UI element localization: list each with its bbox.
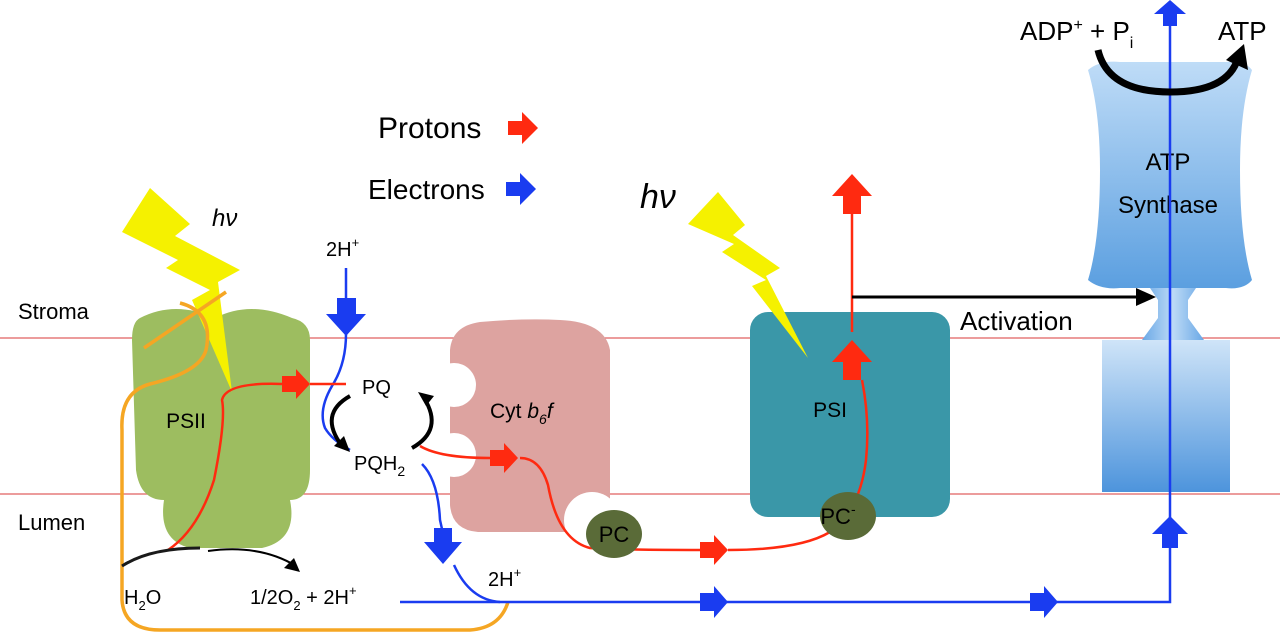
psi-label: PSI xyxy=(813,399,847,422)
proton-arrow-icons xyxy=(282,174,872,565)
activation-arrowhead xyxy=(1136,288,1156,306)
lightning-bolt-icon-left xyxy=(122,188,240,392)
proton-arrow-icon-up-top xyxy=(832,174,872,214)
pc-left: PC xyxy=(586,510,642,558)
atp-formation-arrowhead xyxy=(1226,44,1248,70)
electron-paths xyxy=(321,20,1172,604)
h2o-label: H2O xyxy=(124,587,161,613)
orange-path xyxy=(120,290,510,632)
legend-electrons-label: Electrons xyxy=(368,174,485,205)
hv-left-label: hν xyxy=(212,205,237,232)
proton-arrow-icon-right-cyt xyxy=(490,443,518,473)
electron-arrow-icon-right-1 xyxy=(700,586,728,618)
lumen-label: Lumen xyxy=(18,510,85,535)
proton-arrow-icon-up-psi xyxy=(832,340,872,380)
pq-label: PQ xyxy=(362,377,391,399)
pq-cycle-right-arrowhead xyxy=(418,392,434,406)
psii-label: PSII xyxy=(166,410,206,433)
pqh2-label: PQH2 xyxy=(354,453,405,479)
pq-cycle-right-arrow xyxy=(410,396,434,450)
psi-complex: PSI xyxy=(750,312,950,517)
legend-proton-arrow-icon xyxy=(508,112,538,144)
hv-right-label: hν xyxy=(640,178,676,216)
pc-right: PC- xyxy=(820,492,876,540)
cyt-b6f-complex: Cyt b6f xyxy=(432,319,620,548)
two-h-bottom-label: 2H+ xyxy=(488,565,521,591)
oxygen-products-label: 1/2O2 + 2H+ xyxy=(250,583,357,613)
legend-protons-label: Protons xyxy=(378,112,481,145)
atp-synthase-label-line1: ATP xyxy=(1146,149,1191,176)
proton-arrow-icon-right-psii xyxy=(282,369,310,399)
electron-arrow-icon-up-bottom xyxy=(1152,516,1188,548)
atp-product-label: ATP xyxy=(1218,16,1267,46)
proton-arrow-icon-right-pc xyxy=(700,535,728,565)
water-splitting-arrow xyxy=(207,548,297,567)
legend-electron-arrow-icon xyxy=(506,173,536,205)
electron-arrow-icon-up-top xyxy=(1154,0,1186,26)
activation-label: Activation xyxy=(960,306,1073,336)
pq-cycle-left-arrowhead xyxy=(334,436,350,452)
atp-synthase-label-line2: Synthase xyxy=(1118,192,1218,219)
pc-left-label: PC xyxy=(599,522,630,547)
pq-cycle-left-arrow xyxy=(329,394,352,448)
cyt-b6f-label: Cyt b6f xyxy=(490,400,555,427)
two-h-top-label: 2H+ xyxy=(326,235,359,261)
electron-arrow-icon-down-top xyxy=(326,298,366,336)
lightning-bolt-icon-right xyxy=(688,192,808,358)
atp-formation-arrow xyxy=(1094,49,1242,96)
electron-arrow-icons xyxy=(326,0,1188,618)
pc-right-label: PC- xyxy=(820,501,856,529)
electron-arrow-icon-down-bottom xyxy=(424,528,462,564)
stroma-label: Stroma xyxy=(18,299,90,324)
water-splitting-arrowhead xyxy=(284,558,300,572)
adp-pi-label: ADP+ + Pi xyxy=(1020,16,1133,52)
electron-arrow-icon-right-2 xyxy=(1030,586,1058,618)
legend: Protons Electrons xyxy=(368,112,538,205)
